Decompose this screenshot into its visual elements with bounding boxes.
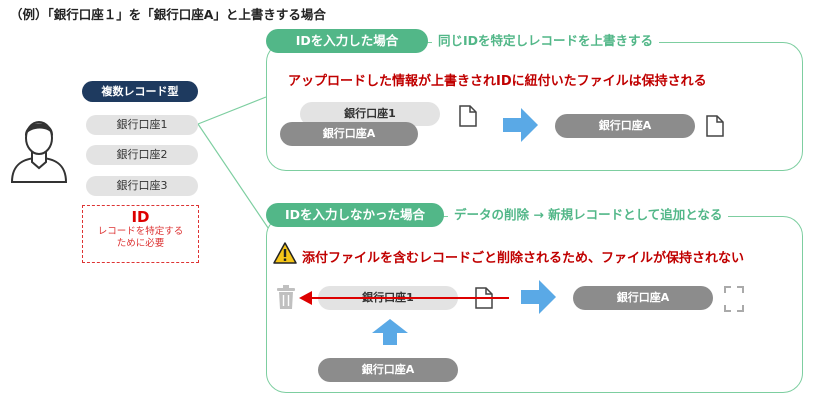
record-item: 銀行口座1	[86, 115, 198, 135]
record-item: 銀行口座2	[86, 145, 198, 165]
record-after: 銀行口座A	[555, 114, 695, 138]
record-before-bottom: 銀行口座A	[280, 122, 418, 146]
document-icon	[706, 115, 724, 137]
trash-icon	[277, 285, 295, 309]
tag-without-id: IDを入力しなかった場合	[266, 203, 444, 227]
warning-icon	[273, 242, 297, 264]
message-without-id: 添付ファイルを含むレコードごと削除されるため、ファイルが保持されない	[302, 251, 745, 266]
record-type-label: 複数レコード型	[82, 81, 198, 102]
caption-without-id: データの削除 → 新規レコードとして追加となる	[448, 206, 729, 224]
record-new: 銀行口座A	[573, 286, 713, 310]
delete-arrow-icon	[299, 291, 509, 305]
arrow-right-icon	[521, 280, 556, 314]
caption-with-id: 同じIDを特定しレコードを上書きする	[432, 32, 660, 50]
document-icon	[459, 105, 477, 127]
id-note-line: ために必要	[116, 238, 165, 249]
message-with-id: アップロードした情報が上書きされIDに紐付いたファイルは保持される	[288, 74, 707, 89]
arrow-up-icon	[372, 319, 408, 345]
empty-file-icon	[724, 286, 744, 312]
id-label: ID	[131, 208, 150, 226]
record-incoming: 銀行口座A	[318, 358, 458, 382]
id-note-box: ID レコードを特定する ために必要	[82, 205, 199, 263]
tag-with-id: IDを入力した場合	[266, 29, 428, 53]
person-icon	[10, 121, 68, 183]
id-note-line: レコードを特定する	[97, 226, 184, 237]
page-title: （例）「銀行口座１」を「銀行口座A」と上書きする場合	[10, 7, 326, 22]
arrow-right-icon	[503, 108, 538, 142]
record-item: 銀行口座3	[86, 176, 198, 196]
connector-line-to-with-id	[197, 96, 267, 125]
